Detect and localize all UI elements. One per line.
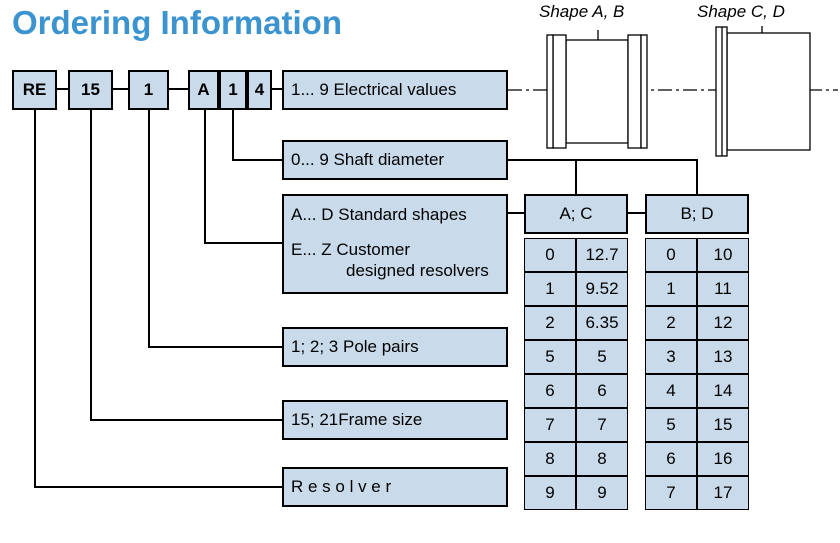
desc-pole-pairs: 1; 2; 3 Pole pairs (282, 327, 508, 367)
table-code-cell: 2 (645, 306, 697, 340)
desc-customer-line1: E... Z Customer (291, 240, 411, 259)
shape-cd-label: Shape C, D (697, 2, 785, 21)
table-value-cell: 15 (697, 408, 749, 442)
table-bd-header: B; D (645, 194, 749, 234)
table-code-cell: 7 (524, 408, 576, 442)
table-value-cell: 6 (576, 374, 628, 408)
desc-standard-shapes: A... D Standard shapes (291, 205, 467, 224)
shape-cd-drawing (715, 26, 811, 157)
table-code-cell: 5 (645, 408, 697, 442)
table-value-cell: 5 (576, 340, 628, 374)
code-box-shape: A (188, 70, 219, 110)
connector-shapes (204, 110, 282, 244)
table-code-cell: 3 (645, 340, 697, 374)
table-code-cell: 1 (645, 272, 697, 306)
table-code-cell: 2 (524, 306, 576, 340)
table-code-cell: 5 (524, 340, 576, 374)
code-box-frame: 15 (68, 70, 113, 110)
table-code-cell: 4 (645, 374, 697, 408)
code-box-electrical: 4 (247, 70, 272, 110)
connector-frame-size (90, 110, 282, 421)
code-box-shaft: 1 (219, 70, 247, 110)
connector-shaft (232, 110, 282, 161)
table-code-cell: 6 (524, 374, 576, 408)
table-value-cell: 6.35 (576, 306, 628, 340)
desc-customer-line2: designed resolvers (346, 261, 489, 280)
connector-shaft-tables (508, 159, 698, 194)
desc-shapes: A... D Standard shapes E... Z Customer d… (282, 194, 508, 294)
table-code-cell: 6 (645, 442, 697, 476)
table-value-cell: 12 (697, 306, 749, 340)
connector-pole-pairs (148, 110, 282, 348)
code-box-pole: 1 (128, 70, 169, 110)
table-code-cell: 0 (524, 238, 576, 272)
table-code-cell: 9 (524, 476, 576, 510)
desc-shaft-diameter: 0... 9 Shaft diameter (282, 140, 508, 180)
table-code-cell: 0 (645, 238, 697, 272)
table-code-cell: 8 (524, 442, 576, 476)
table-code-cell: 7 (645, 476, 697, 510)
shape-ab-label: Shape A, B (539, 2, 625, 21)
table-ac-header: A; C (524, 194, 628, 234)
desc-resolver: R e s o l v e r (282, 467, 508, 507)
connector-resolver (34, 110, 282, 488)
table-value-cell: 17 (697, 476, 749, 510)
table-code-cell: 1 (524, 272, 576, 306)
table-value-cell: 12.7 (576, 238, 628, 272)
table-value-cell: 7 (576, 408, 628, 442)
table-value-cell: 9 (576, 476, 628, 510)
table-value-cell: 16 (697, 442, 749, 476)
table-value-cell: 11 (697, 272, 749, 306)
table-value-cell: 13 (697, 340, 749, 374)
table-value-cell: 9.52 (576, 272, 628, 306)
page-title: Ordering Information (12, 4, 342, 41)
table-value-cell: 10 (697, 238, 749, 272)
table-value-cell: 14 (697, 374, 749, 408)
shape-ab-drawing (546, 30, 648, 149)
table-value-cell: 8 (576, 442, 628, 476)
desc-frame-size: 15; 21Frame size (282, 400, 508, 440)
code-box-re: RE (12, 70, 57, 110)
desc-electrical-values: 1... 9 Electrical values (282, 70, 508, 110)
